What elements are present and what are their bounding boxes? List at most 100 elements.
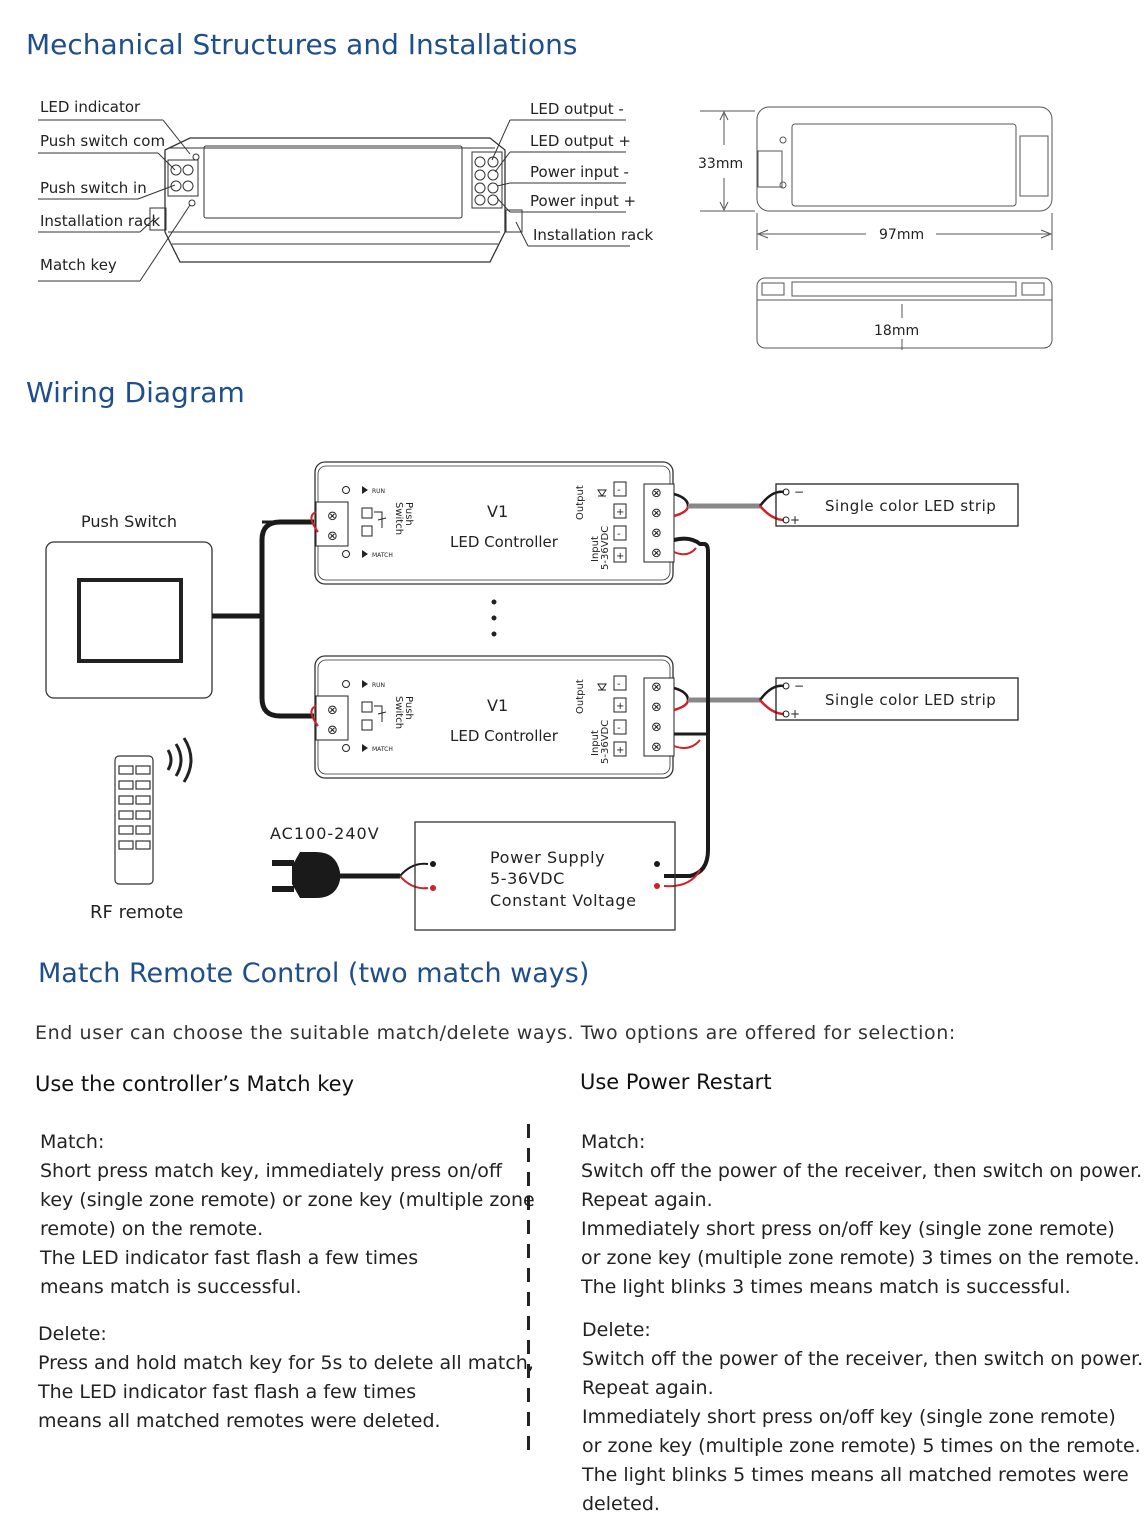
- svg-text:+: +: [616, 551, 624, 562]
- signal-waves-icon: [166, 737, 193, 783]
- right-match-line: The light blinks 3 times means match is …: [581, 1276, 1071, 1298]
- svg-text:⊗: ⊗: [327, 723, 338, 738]
- right-delete-label: Delete:: [582, 1319, 651, 1341]
- power-supply-line-2: 5-36VDC: [490, 869, 565, 888]
- power-supply-line-3: Constant Voltage: [490, 891, 637, 910]
- left-match-block: Match: Short press match key, immediatel…: [40, 1128, 535, 1302]
- left-match-line: remote) on the remote.: [40, 1218, 264, 1240]
- right-match-line: Switch off the power of the receiver, th…: [581, 1160, 1143, 1182]
- push-switch-outer: [45, 541, 213, 699]
- controller-perspective-drawing: 33mm 97mm 18mm: [38, 106, 1053, 350]
- svg-text:⊗: ⊗: [327, 703, 338, 718]
- switch-label: Switch: [393, 502, 404, 535]
- dim-depth: 18mm: [874, 323, 919, 339]
- ac-plug-icon: [272, 852, 429, 898]
- led-strip-1-label: Single color LED strip: [825, 497, 996, 515]
- left-match-line: key (single zone remote) or zone key (mu…: [40, 1189, 535, 1211]
- led-strip-2-label: Single color LED strip: [825, 691, 996, 709]
- input-label: Input: [590, 730, 601, 756]
- dim-height: 33mm: [698, 156, 743, 172]
- svg-text:-: -: [617, 529, 621, 540]
- right-match-line: Immediately short press on/off key (sing…: [581, 1218, 1115, 1240]
- section-title-match-remote: Match Remote Control (two match ways): [38, 958, 590, 989]
- left-match-line: Short press match key, immediately press…: [40, 1160, 502, 1182]
- right-delete-line: deleted.: [582, 1493, 660, 1515]
- svg-text:-: -: [617, 679, 621, 690]
- left-delete-line: Press and hold match key for 5s to delet…: [38, 1352, 534, 1374]
- left-delete-line: The LED indicator fast flash a few times: [38, 1381, 417, 1403]
- label-led-output-minus: LED output -: [530, 100, 624, 118]
- svg-text:⊗: ⊗: [327, 529, 338, 544]
- section-title-wiring: Wiring Diagram: [26, 376, 245, 409]
- right-delete-block: Delete: Switch off the power of the rece…: [582, 1316, 1143, 1519]
- section-title-mechanical: Mechanical Structures and Installations: [26, 28, 578, 61]
- match-label: MATCH: [372, 746, 393, 753]
- left-match-line: means match is successful.: [40, 1276, 302, 1298]
- input-range-label: 5-36VDC: [600, 526, 611, 570]
- right-delete-line: Repeat again.: [582, 1377, 714, 1399]
- push-switch-label: Push Switch: [81, 512, 177, 531]
- svg-text:⊗: ⊗: [651, 486, 662, 501]
- right-match-label: Match:: [581, 1131, 646, 1153]
- svg-text:⊗: ⊗: [327, 509, 338, 524]
- run-label: RUN: [372, 682, 385, 689]
- right-delete-line: The light blinks 5 times means all match…: [582, 1464, 1129, 1486]
- right-method-heading: Use Power Restart: [580, 1070, 772, 1094]
- left-method-heading: Use the controller’s Match key: [35, 1072, 355, 1096]
- left-delete-block: Delete: Press and hold match key for 5s …: [38, 1320, 534, 1436]
- svg-text:−: −: [794, 679, 804, 693]
- svg-text:⊗: ⊗: [651, 700, 662, 715]
- label-installation-rack-left: Installation rack: [40, 212, 161, 230]
- svg-text:+: +: [616, 745, 624, 756]
- svg-text:⊗: ⊗: [651, 546, 662, 561]
- svg-text:⊗: ⊗: [651, 526, 662, 541]
- wiring-diagram: ⊗ ⊗ RUN MATCH Push Switch V1 LED Control…: [45, 461, 1019, 931]
- input-label: Input: [590, 536, 601, 562]
- svg-text:+: +: [616, 701, 624, 712]
- label-led-output-plus: LED output +: [530, 132, 631, 150]
- right-delete-line: Immediately short press on/off key (sing…: [582, 1406, 1116, 1428]
- label-installation-rack-right: Installation rack: [533, 226, 654, 244]
- controller-name: LED Controller: [450, 727, 559, 745]
- svg-text:+: +: [790, 513, 800, 527]
- output-label: Output: [575, 679, 586, 714]
- right-match-line: Repeat again.: [581, 1189, 713, 1211]
- dim-width: 97mm: [879, 227, 924, 243]
- label-match-key: Match key: [40, 256, 117, 274]
- right-match-line: or zone key (multiple zone remote) 3 tim…: [581, 1247, 1140, 1269]
- push-switch-button: [77, 578, 183, 663]
- power-supply-box: [414, 821, 676, 931]
- svg-text:⊗: ⊗: [651, 740, 662, 755]
- right-delete-line: or zone key (multiple zone remote) 5 tim…: [582, 1435, 1141, 1457]
- label-power-input-plus: Power input +: [530, 192, 637, 210]
- ac-input-label: AC100-240V: [270, 824, 380, 843]
- intro-text: End user can choose the suitable match/d…: [35, 1022, 956, 1044]
- right-delete-line: Switch off the power of the receiver, th…: [582, 1348, 1144, 1370]
- controller-model: V1: [487, 696, 508, 715]
- svg-text:⊗: ⊗: [651, 680, 662, 695]
- push-label: Push: [403, 696, 414, 720]
- controller-1: ⊗ ⊗ RUN MATCH Push Switch V1 LED Control…: [314, 461, 675, 585]
- left-delete-label: Delete:: [38, 1323, 107, 1345]
- rf-remote-icon: [114, 755, 154, 885]
- svg-text:+: +: [790, 707, 800, 721]
- controller-name: LED Controller: [450, 533, 559, 551]
- svg-text:-: -: [617, 723, 621, 734]
- controller-2: ⊗ ⊗ RUN MATCH Push Switch V1 LED Control…: [314, 655, 675, 779]
- svg-text:⊗: ⊗: [651, 506, 662, 521]
- svg-text:⊗: ⊗: [651, 720, 662, 735]
- label-push-switch-in: Push switch in: [40, 179, 147, 197]
- svg-text:-: -: [617, 485, 621, 496]
- push-label: Push: [403, 502, 414, 526]
- label-push-switch-com: Push switch com: [40, 132, 166, 150]
- switch-label: Switch: [393, 696, 404, 729]
- match-label: MATCH: [372, 552, 393, 559]
- controller-model: V1: [487, 502, 508, 521]
- run-label: RUN: [372, 488, 385, 495]
- label-led-indicator: LED indicator: [40, 98, 141, 116]
- left-match-line: The LED indicator fast flash a few times: [40, 1247, 419, 1269]
- right-match-block: Match: Switch off the power of the recei…: [581, 1128, 1142, 1302]
- left-match-label: Match:: [40, 1131, 105, 1153]
- svg-text:−: −: [794, 485, 804, 499]
- label-power-input-minus: Power input -: [530, 163, 629, 181]
